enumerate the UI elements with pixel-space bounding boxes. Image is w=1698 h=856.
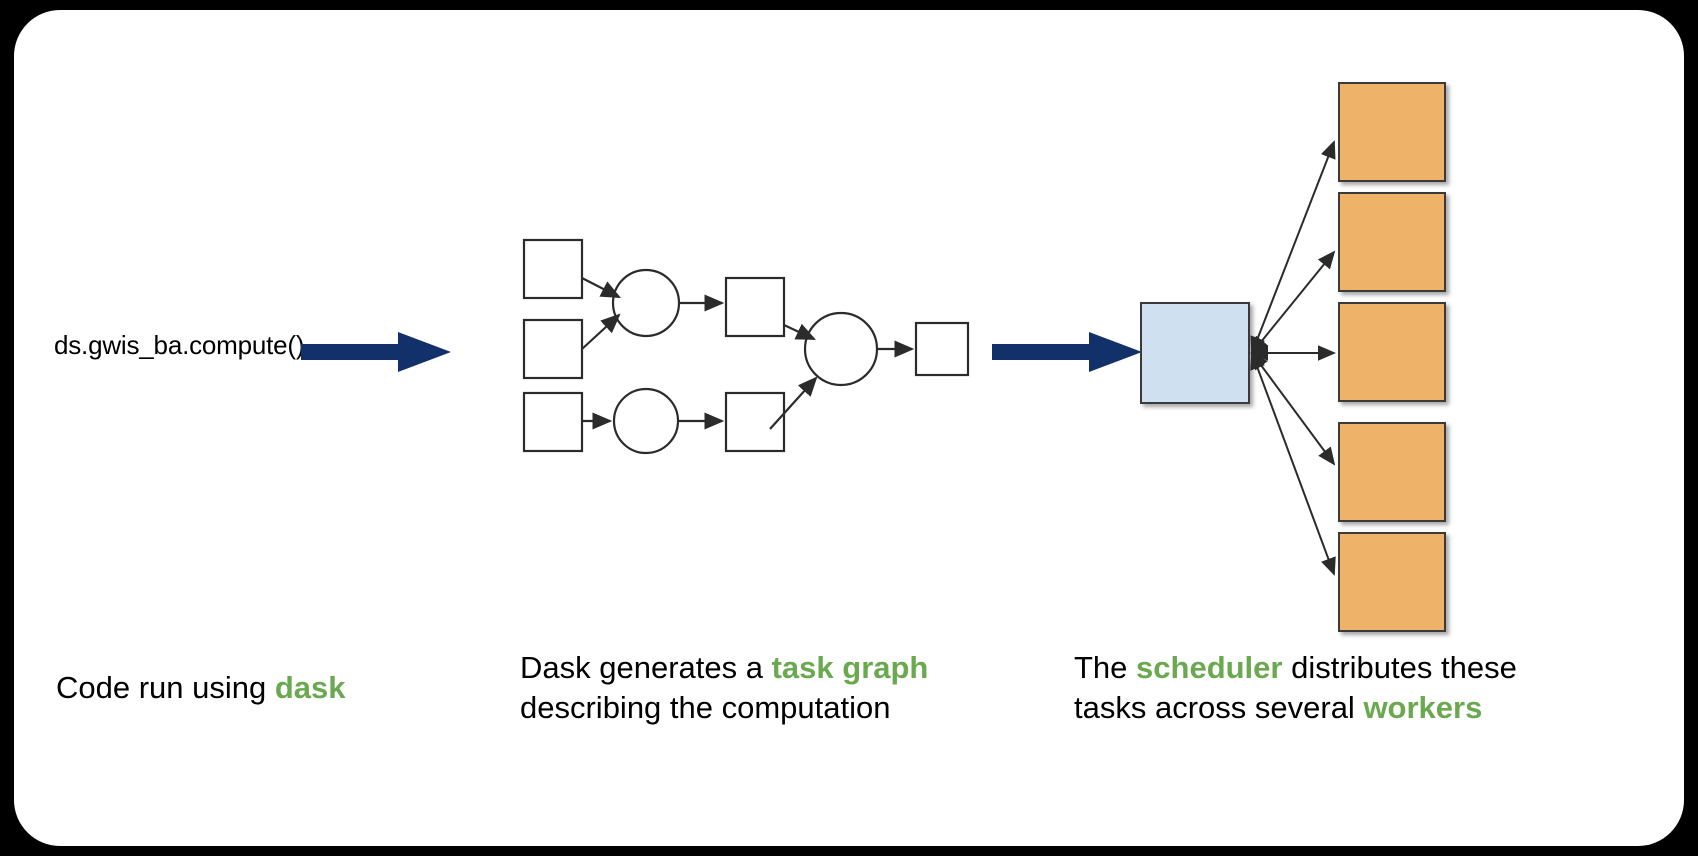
graph-node-square-5 <box>724 391 786 453</box>
graph-node-square-4 <box>724 276 786 338</box>
caption-sched-highlight-2: workers <box>1363 689 1483 725</box>
link-scheduler-worker-1 <box>1250 140 1336 355</box>
graph-node-square-3 <box>522 391 584 453</box>
graph-node-square-6 <box>914 321 970 377</box>
arrow-graph-to-scheduler-icon <box>992 332 1142 372</box>
caption-sched-highlight-1: scheduler <box>1136 650 1283 685</box>
graph-edge-sq5-ci3 <box>769 376 818 430</box>
worker-node-1 <box>1338 82 1446 182</box>
graph-node-circle-3 <box>803 311 879 387</box>
link-scheduler-worker-2 <box>1250 250 1336 355</box>
worker-node-5 <box>1338 532 1446 632</box>
scheduler-node <box>1140 302 1250 404</box>
caption-graph-text-1: Dask generates a <box>520 650 772 685</box>
arrow-code-to-graph-icon <box>301 332 451 372</box>
caption-graph-highlight: task graph <box>771 650 929 685</box>
worker-node-3 <box>1338 302 1446 402</box>
caption-scheduler: The scheduler distributes these tasks ac… <box>1074 648 1544 727</box>
graph-node-circle-1 <box>611 268 681 338</box>
code-snippet-label: ds.gwis_ba.compute() <box>54 330 305 360</box>
graph-node-circle-2 <box>612 387 680 455</box>
worker-node-4 <box>1338 422 1446 522</box>
link-scheduler-worker-5 <box>1250 351 1336 576</box>
link-scheduler-worker-4 <box>1250 351 1336 466</box>
caption-task-graph: Dask generates a task graph describing t… <box>520 648 950 727</box>
caption-sched-text-1: The <box>1074 650 1137 685</box>
worker-node-2 <box>1338 192 1446 292</box>
caption-code-text-1: Code run using <box>56 670 275 705</box>
graph-node-square-1 <box>522 238 584 300</box>
graph-node-square-2 <box>522 318 584 380</box>
caption-code-highlight: dask <box>274 670 346 705</box>
graph-edge-sq1-ci1 <box>581 277 621 299</box>
graph-edge-sq2-ci1 <box>581 313 621 350</box>
slide-canvas: ds.gwis_ba.compute() <box>14 10 1684 846</box>
graph-edge-sq4-ci3 <box>783 323 816 340</box>
caption-code: Code run using dask <box>56 668 346 708</box>
caption-graph-text-2: describing the computation <box>520 689 891 725</box>
caption-sched-text-2: distributes these tasks across several <box>1074 650 1517 725</box>
task-graph-diagram <box>522 238 970 455</box>
